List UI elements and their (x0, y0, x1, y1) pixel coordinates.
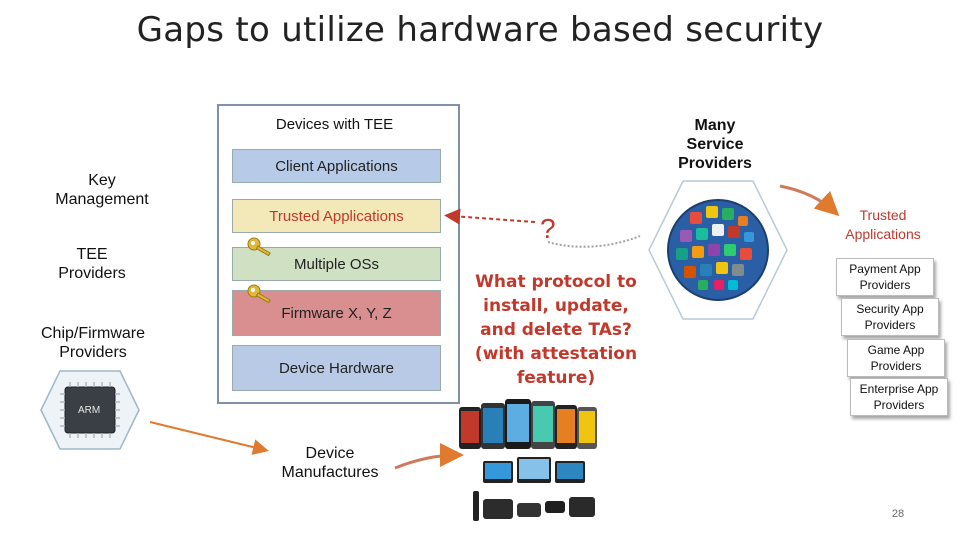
enterprise-app-providers-card: Enterprise App Providers (850, 378, 948, 416)
question-mark: ? (540, 213, 556, 244)
chip-label: ARM (78, 405, 100, 416)
arrow-globe-to-trusted (779, 184, 840, 217)
page-number: 28 (891, 508, 905, 520)
arrow-to-trusted-apps (444, 208, 536, 225)
tee-providers-label: TEE Providers (58, 246, 126, 282)
trusted-applications-label: Trusted Applications (845, 207, 921, 242)
chip-image: ARM (40, 370, 140, 450)
game-app-providers-card: Game App Providers (847, 339, 945, 377)
slide-title: Gaps to utilize hardware based security (136, 10, 824, 50)
app-globe-image (648, 180, 788, 320)
layer-device-hardware: Device Hardware (232, 345, 441, 391)
arrow-chip-to-manufactures (149, 421, 269, 455)
arrow-question-to-globe (547, 235, 641, 248)
key-icon (246, 236, 274, 258)
security-app-providers-card: Security App Providers (841, 298, 939, 336)
key-icon (246, 283, 274, 305)
tee-device-frame (217, 104, 460, 404)
layer-trusted-applications: Trusted Applications (232, 199, 441, 233)
chip-firmware-providers-label: Chip/Firmware Providers (40, 325, 145, 361)
tee-heading: Devices with TEE (275, 116, 394, 133)
protocol-question: What protocol to install, update, and de… (474, 272, 638, 388)
many-service-providers-label: Many Service Providers (678, 117, 752, 172)
layer-client-applications: Client Applications (232, 149, 441, 183)
key-management-label: Key Management (55, 172, 149, 208)
device-manufactures-label: Device Manufactures (281, 445, 379, 481)
devices-image (455, 395, 605, 530)
layer-firmware: Firmware X, Y, Z (232, 290, 441, 336)
arrow-to-devices (394, 443, 464, 470)
payment-app-providers-card: Payment App Providers (836, 258, 934, 296)
